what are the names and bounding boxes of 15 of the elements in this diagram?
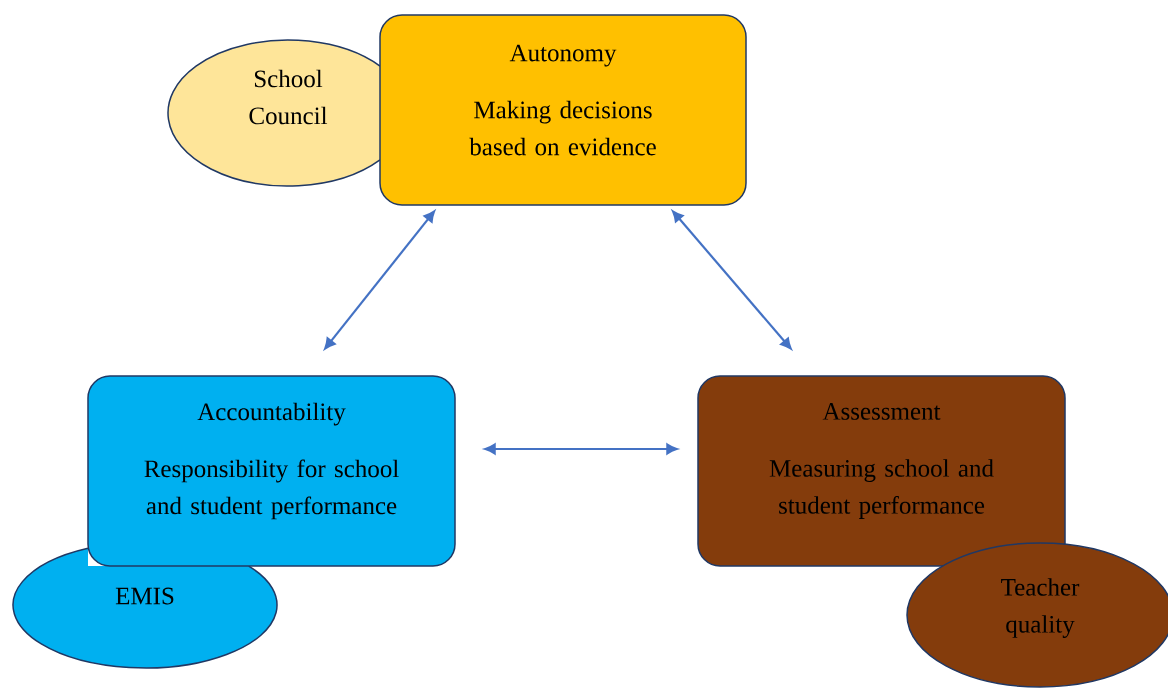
- double-arrow: [484, 443, 678, 455]
- double-arrow: [672, 210, 792, 350]
- node-text: Accountability Responsibility for school and student performance: [144, 402, 399, 520]
- ellipse: [12, 547, 278, 669]
- node-text: Autonomy Making decisions based on evidence: [469, 44, 656, 156]
- double-arrow: [324, 210, 436, 350]
- node-text: Assessment Measuring school and student performance: [769, 403, 994, 519]
- rounded-box: [87, 375, 456, 567]
- ellipse: [906, 542, 1168, 688]
- node-text: School Council: [249, 69, 328, 125]
- node-text: Teacher quality: [1001, 578, 1080, 638]
- rounded-box: [379, 14, 747, 206]
- rounded-box: [697, 375, 1066, 567]
- ellipse: [167, 39, 381, 187]
- node-text: EMIS: [115, 587, 174, 605]
